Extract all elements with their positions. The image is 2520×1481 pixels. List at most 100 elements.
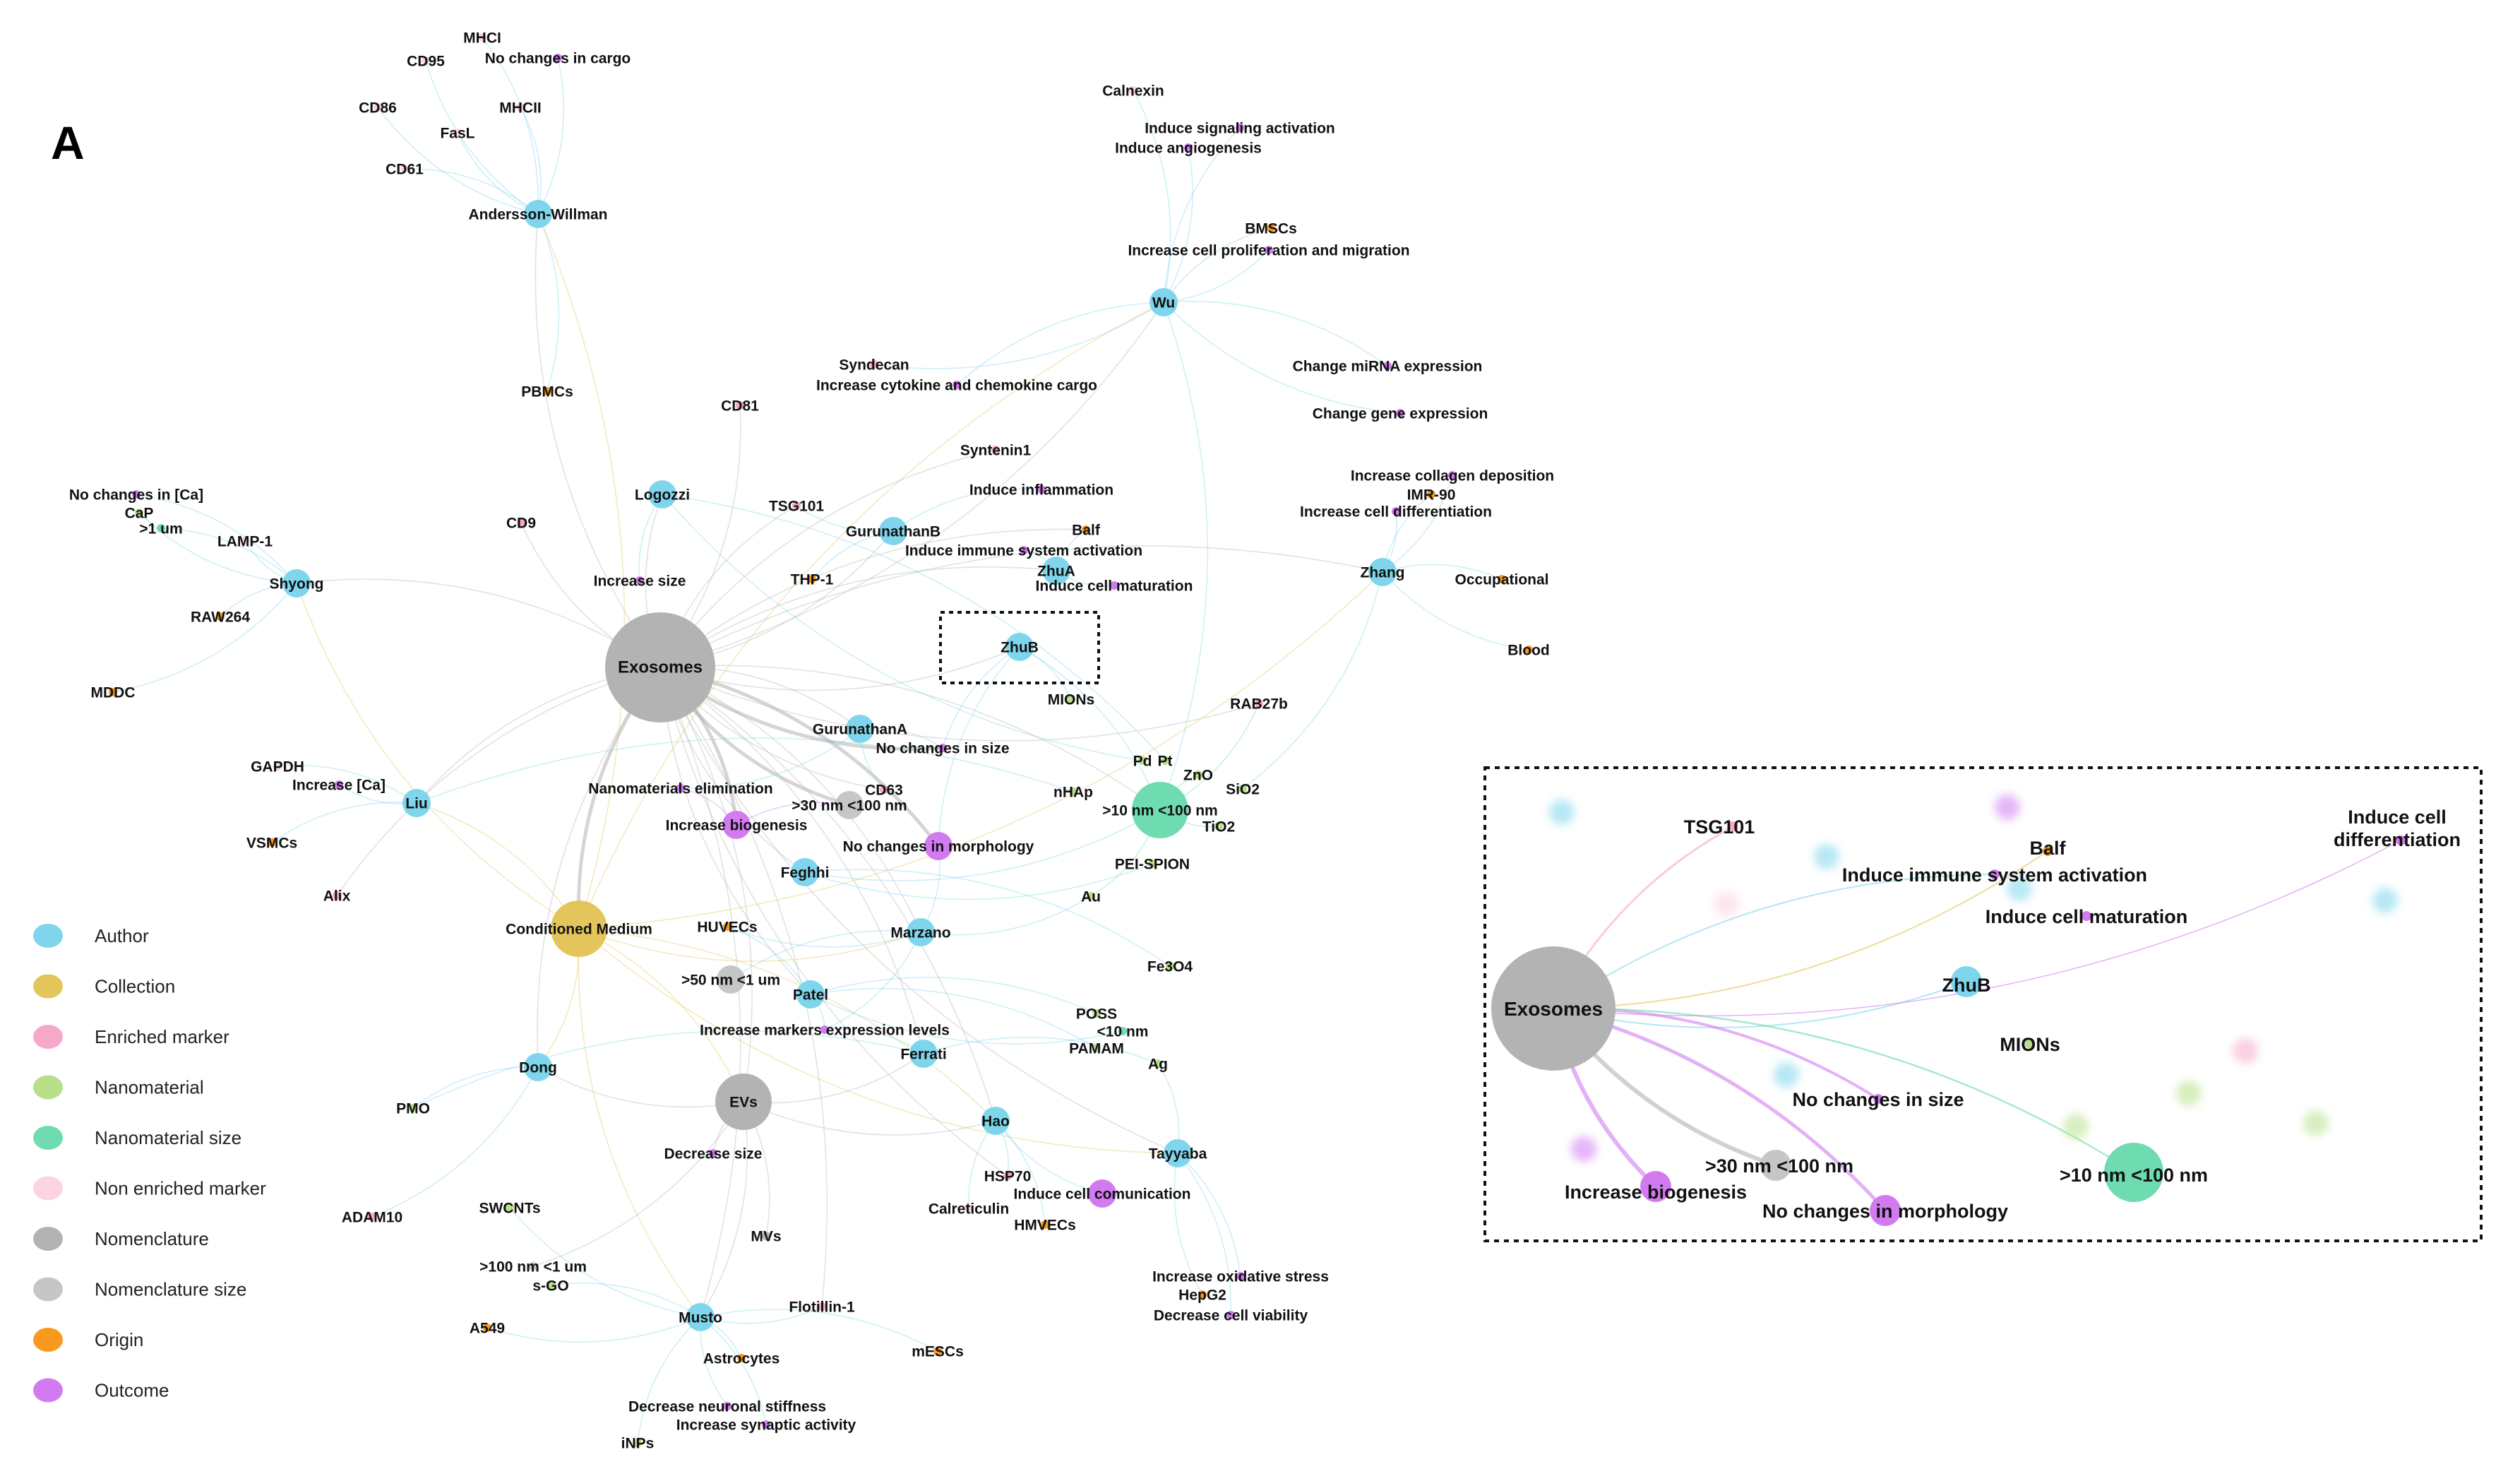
network-edge: [535, 213, 661, 668]
node-label: Exosomes: [618, 658, 703, 677]
node-cd9: CD9: [506, 515, 536, 531]
network-edge: [404, 168, 539, 215]
node-ios: Increase oxidative stress: [1152, 1268, 1329, 1285]
node-calnexin: Calnexin: [1102, 83, 1164, 99]
node-label: No changes in cargo: [485, 50, 631, 66]
node-s30100: >30 nm <100 nm: [792, 791, 907, 819]
node-mirna: Change miRNA expression: [1293, 358, 1483, 374]
node-patel: Patel: [793, 980, 828, 1009]
node-mhcii: MHCII: [499, 100, 542, 116]
legend-label: Enriched marker: [95, 1026, 229, 1047]
node-marker: [648, 480, 676, 508]
inset-edge: [1553, 840, 2401, 1017]
panel-letter: A: [51, 117, 85, 169]
node-label: A549: [470, 1320, 505, 1336]
node-icytok: Increase cytokine and chemokine cargo: [816, 377, 1097, 393]
node-marker: [1164, 1139, 1192, 1167]
node-label: Flotillin-1: [789, 1299, 855, 1315]
node-label: Decrease neuronal stiffness: [628, 1398, 826, 1415]
node-fe3o4: Fe3O4: [1147, 958, 1193, 975]
node-label: GurunathanA: [813, 721, 907, 737]
inset-node: No changes in morphology: [1762, 1195, 2008, 1226]
network-edge: [377, 107, 539, 215]
node-marker: [216, 612, 225, 621]
node-marker: [1267, 224, 1275, 232]
node-label: RAB27b: [1230, 696, 1288, 712]
node-s50: >50 nm <1 um: [681, 965, 780, 994]
node-label: Ag: [1148, 1056, 1168, 1072]
network-edge: [810, 977, 1097, 1014]
node-hepg2: HepG2: [1178, 1287, 1226, 1303]
node-marker: [1087, 892, 1095, 900]
inset-node-label: No changes in morphology: [1762, 1201, 2008, 1222]
inset-node-label: >30 nm <100 nm: [1705, 1155, 1853, 1177]
node-marker: [1524, 646, 1533, 654]
legend-swatch: [33, 1025, 63, 1049]
network-edge: [743, 1101, 996, 1136]
node-marker: [1042, 557, 1070, 585]
node-swcnts: SWCNTs: [479, 1200, 540, 1216]
node-dns: Decrease neuronal stiffness: [628, 1398, 826, 1415]
node-label: Induce immune system activation: [905, 542, 1142, 559]
network-edge: [1159, 302, 1209, 811]
network-edge: [659, 566, 1057, 668]
node-label: LAMP-1: [217, 533, 273, 549]
node-musto: Musto: [679, 1303, 722, 1331]
node-icc: Induce cell comunication: [1014, 1179, 1190, 1208]
inset-node: >30 nm <100 nm: [1705, 1150, 1853, 1181]
node-s10100: >10 nm <100 nm: [1102, 782, 1218, 838]
node-label: Astrocytes: [703, 1350, 780, 1367]
node-decsize: Decrease size: [664, 1146, 763, 1162]
network-edge: [659, 667, 1008, 1177]
node-mhci: MHCI: [463, 30, 501, 46]
node-marker: [400, 165, 409, 173]
node-pbmcs: PBMCs: [521, 383, 573, 400]
node-label: IMR-90: [1407, 487, 1456, 503]
inset-node-label: Induce immune system activation: [1842, 864, 2147, 886]
node-marker: [605, 612, 715, 722]
node-label: ZhuA: [1037, 563, 1075, 579]
network-edge: [659, 667, 753, 1102]
node-marker: [1118, 1027, 1127, 1035]
node-marker: [1148, 860, 1157, 868]
node-label: TiO2: [1202, 819, 1235, 835]
network-edge: [537, 667, 661, 1068]
node-marker: [1020, 546, 1028, 554]
network-edge: [537, 213, 626, 929]
inset-edge: [1553, 1007, 2134, 1174]
node-marker: [924, 832, 953, 860]
node-label: HMVECs: [1014, 1217, 1076, 1233]
node-marker: [953, 381, 961, 389]
node-label: Induce inflammation: [969, 482, 1113, 498]
node-label: PMO: [396, 1100, 430, 1117]
node-cd81: CD81: [721, 398, 759, 414]
node-label: MIONs: [1048, 691, 1095, 708]
network-edge: [1382, 475, 1453, 573]
node-mions: MIONs: [1048, 691, 1095, 708]
node-label: Induce signaling activation: [1145, 120, 1335, 136]
legend-item: Non enriched marker: [33, 1176, 266, 1201]
node-label: FasL: [440, 125, 474, 141]
node-label: SiO2: [1226, 781, 1260, 797]
node-label: Decrease size: [664, 1146, 763, 1162]
node-label: Syndecan: [839, 357, 909, 373]
node-label: CD63: [865, 782, 903, 798]
node-label: CD9: [506, 515, 536, 531]
network-edge: [810, 994, 1123, 1045]
inset-node-label: TSG101: [1684, 816, 1755, 838]
node-sio2: SiO2: [1226, 781, 1260, 797]
legend-label: Origin: [95, 1329, 143, 1350]
node-label: Change gene expression: [1313, 405, 1488, 422]
node-marker: [1236, 1272, 1245, 1280]
node-vsmcs: VSMCs: [246, 835, 297, 851]
node-marker: [524, 1053, 552, 1081]
node-a549: A549: [470, 1320, 505, 1336]
network-edge: [727, 926, 921, 948]
node-label: Calnexin: [1102, 83, 1164, 99]
node-hmvecs: HMVECs: [1014, 1217, 1076, 1233]
network-edge: [1163, 302, 1401, 414]
node-marker: [762, 1232, 770, 1240]
node-label: Hao: [981, 1113, 1010, 1129]
network-edge: [824, 932, 921, 1030]
